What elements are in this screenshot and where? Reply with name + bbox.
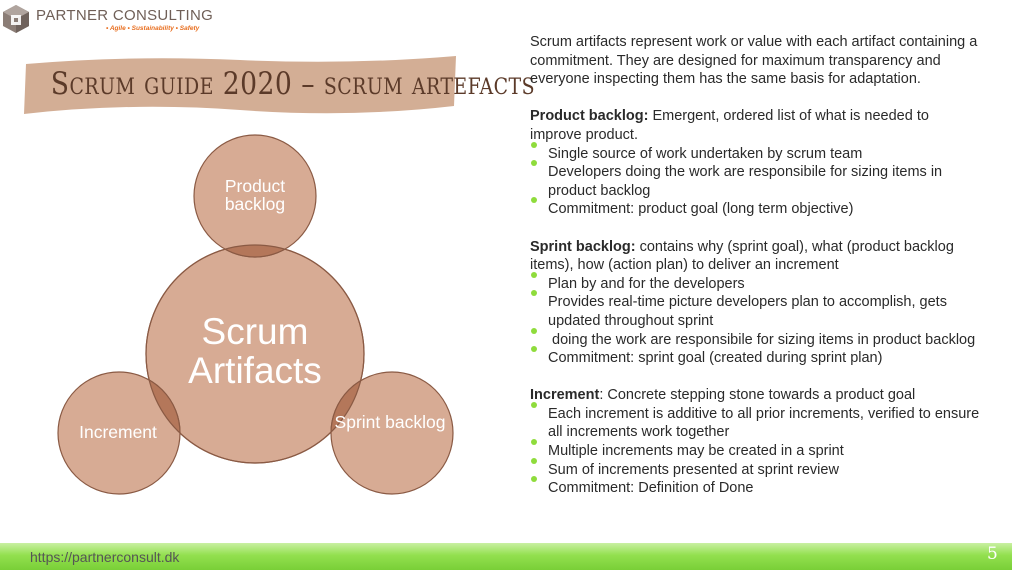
page-number: 5 [987,544,998,564]
bullet-item: Each increment is additive to all prior … [530,401,980,442]
bullet-item: Commitment: sprint goal (created during … [530,346,980,368]
banner-shape [24,56,456,114]
sprint-backlog-bullets: Plan by and for the developers Provides … [530,271,980,368]
brand-name: PARTNER CONSULTING [36,7,214,24]
title-banner: Scrum guide 2020 – scrum artefacts [20,52,536,120]
logo-cube-icon [3,5,29,33]
slide-title: Scrum guide 2020 – scrum artefacts [50,66,536,102]
section-heading: Increment [530,387,600,404]
sprint-backlog-section: Sprint backlog: contains why (sprint goa… [530,238,980,275]
increment-bullets: Each increment is additive to all prior … [530,401,980,498]
section-heading: Sprint backlog: [530,238,636,255]
product-backlog-section: Product backlog: Emergent, ordered list … [530,107,980,144]
increment-label: Increment [79,422,157,442]
bullet-item: Single source of work undertaken by scru… [530,141,980,164]
bullet-item: Plan by and for the developers [530,271,980,294]
intro-text: Scrum artifacts represent work or value … [530,34,978,88]
section-text: : Concrete stepping stone towards a prod… [599,387,916,404]
section-heading: Product backlog: [530,108,649,125]
bullet-item: Developers doing the work are responsibi… [530,160,980,200]
section-text: contains why (sprint goal), what (produc… [530,238,954,274]
bullet-item: Sum of increments presented at sprint re… [530,457,980,480]
sprint-backlog-circle [330,371,454,495]
footer-bar: https://partnerconsult.dk 5 [0,543,1012,570]
website-link[interactable]: https://partnerconsult.dk [30,549,180,565]
company-logo: PARTNER CONSULTING • Agile • Sustainabil… [2,2,222,36]
brand-tagline: • Agile • Sustainability • Safety [106,25,200,32]
bullet-item: doing the work are responsibile for sizi… [530,327,980,350]
center-circle-label: Scrum Artifacts [188,311,322,391]
section-text: Emergent, ordered list of what is needed… [530,108,929,143]
product-backlog-bullets: Single source of work undertaken by scru… [530,141,980,219]
increment-section: Increment: Concrete stepping stone towar… [530,386,980,405]
scrum-artifacts-diagram: Scrum Artifacts Product backlog Incremen… [50,130,470,500]
bullet-item: Multiple increments may be created in a … [530,439,980,461]
product-backlog-label: Product backlog [224,176,286,215]
bullet-item: Commitment: product goal (long term obje… [530,197,980,219]
bullet-item: Provides real-time picture developers pl… [530,290,980,330]
sprint-backlog-label: Sprint backlog [334,412,446,432]
bullet-item: Commitment: Definition of Done [530,476,980,498]
slide-body: Scrum artifacts represent work or value … [530,33,980,498]
